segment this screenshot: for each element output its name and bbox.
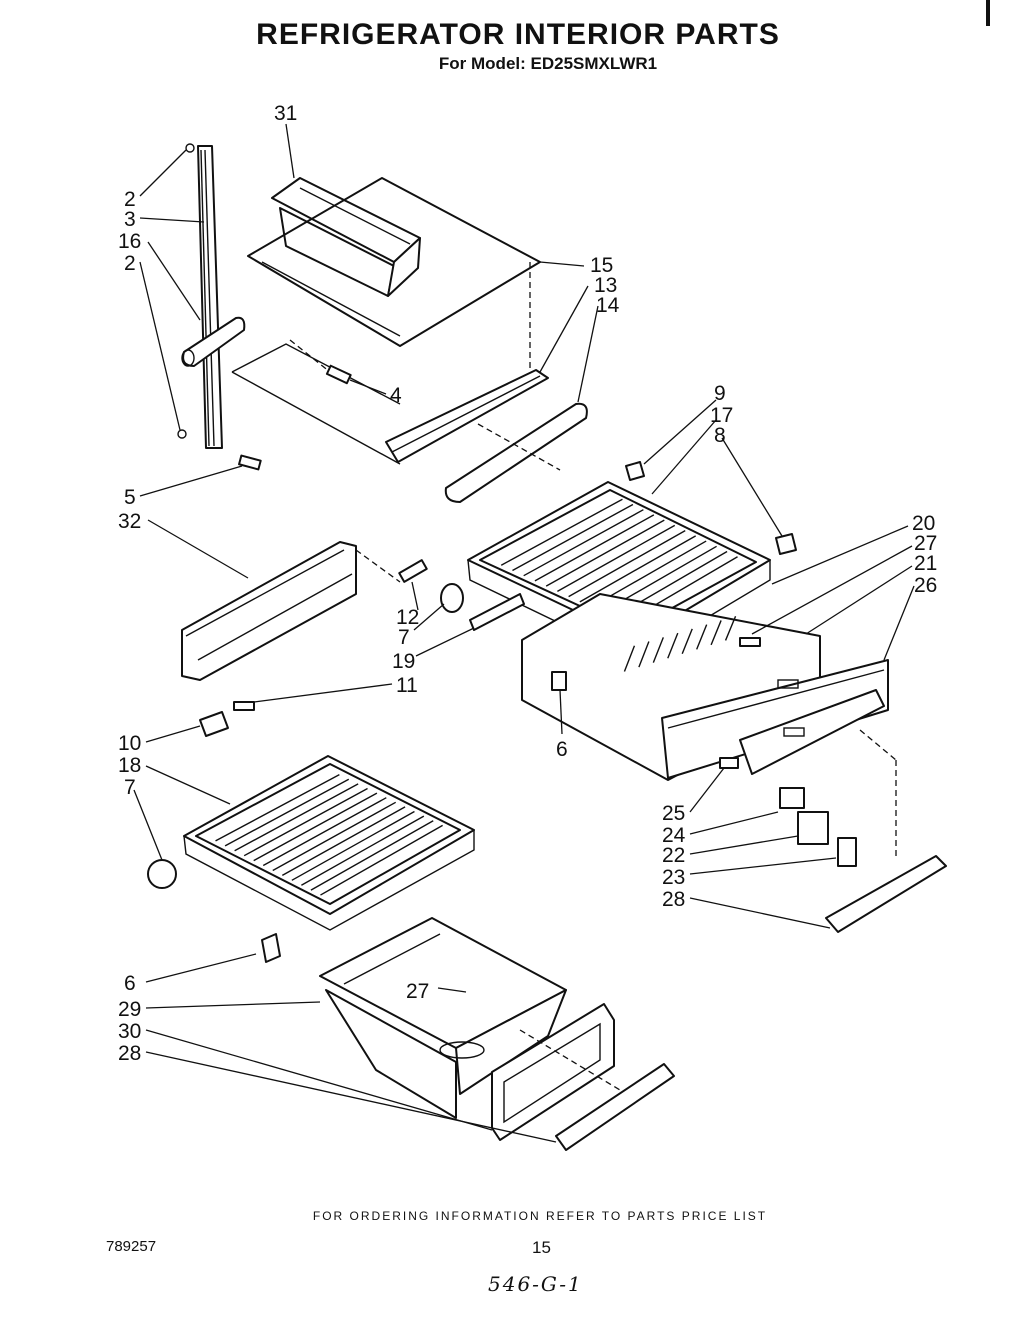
callout-8: 8 (714, 424, 726, 447)
shelf-rib (623, 645, 636, 672)
trim-tube (444, 402, 588, 503)
callout-32: 32 (118, 510, 141, 533)
drawer-front-panel (739, 689, 885, 775)
callout-17: 17 (710, 404, 733, 427)
shelf-rib (667, 632, 679, 659)
callout-2: 2 (124, 188, 136, 211)
callout-28-lower: 28 (118, 1042, 141, 1065)
callout-15: 15 (590, 254, 613, 277)
pan-trim-lower (519, 1029, 675, 1151)
lower-pan (319, 917, 567, 1119)
shelf-rib (652, 637, 664, 663)
callout-27: 27 (914, 532, 937, 555)
shelf-rib (545, 519, 665, 587)
shelf-rib (534, 514, 655, 582)
shelf-rib (224, 778, 350, 847)
callout-22: 22 (662, 844, 685, 867)
shelf-rib (512, 503, 634, 572)
callout-20: 20 (912, 512, 935, 535)
shelf-rib (681, 628, 693, 655)
callout-7: 7 (398, 626, 410, 649)
callout-23: 23 (662, 866, 685, 889)
shelf-rib (253, 792, 378, 862)
callout-13: 13 (594, 274, 617, 297)
callout-31: 31 (274, 102, 297, 125)
drawer-hardware (779, 787, 857, 867)
callout-29: 29 (118, 998, 141, 1021)
callout-7-lower: 7 (124, 776, 136, 799)
model-subtitle: For Model: ED25SMXLWR1 (438, 54, 658, 73)
shelf-rib (281, 806, 406, 876)
shelf-rib (215, 773, 340, 842)
callout-30: 30 (118, 1020, 141, 1043)
screw-fasteners (238, 364, 352, 471)
callout-6-lower: 6 (124, 972, 136, 995)
callout-26: 26 (914, 574, 937, 597)
shelf-rib (523, 509, 644, 577)
callout-18: 18 (118, 754, 141, 777)
callout-11: 11 (396, 674, 418, 697)
shelf-rib (568, 530, 686, 598)
shelf-rib (272, 801, 397, 872)
shelf-rib (310, 820, 434, 891)
callout-5: 5 (124, 486, 136, 509)
callout-9: 9 (714, 382, 726, 405)
handwritten-note: 546-G-1 (488, 1272, 583, 1296)
shelf-rib (557, 524, 676, 592)
callout-25: 25 (662, 802, 685, 825)
callout-4: 4 (390, 384, 402, 407)
callout-19: 19 (392, 650, 415, 673)
shelf-rib (500, 498, 623, 566)
page-title: REFRIGERATOR INTERIOR PARTS (256, 18, 780, 51)
callout-21: 21 (914, 552, 937, 575)
shelf-rib (234, 783, 359, 852)
shelf-rib (291, 810, 415, 881)
shelf-brackets (199, 461, 797, 769)
callout-3: 3 (124, 208, 136, 231)
drawer-trim-right (825, 729, 947, 933)
crisper-drawer (521, 593, 889, 781)
document-number: 789257 (106, 1238, 157, 1255)
callout-10: 10 (118, 732, 141, 755)
callout-16: 16 (118, 230, 141, 253)
callout-12: 12 (396, 606, 419, 629)
shelf-rib (243, 787, 368, 857)
shelf-trim (385, 369, 549, 463)
shelf-support-tube (181, 316, 246, 367)
scan-edge-mark (986, 0, 990, 26)
callout-6: 6 (556, 738, 568, 761)
callout-28: 28 (662, 888, 685, 911)
shelf-rib (696, 624, 708, 650)
ordering-note: FOR ORDERING INFORMATION REFER TO PARTS … (312, 1209, 768, 1223)
shelf-rib (262, 797, 387, 867)
callout-24: 24 (662, 824, 686, 847)
shelf-rib (710, 620, 722, 646)
shelf-rib (301, 815, 425, 886)
lower-wire-shelf (147, 755, 475, 963)
crisper-cover (181, 541, 401, 681)
callout-labels: 31 2 3 16 2 15 13 14 4 5 32 9 17 8 20 27… (118, 102, 937, 1065)
deli-bin (271, 177, 421, 297)
callout-27-lower: 27 (406, 980, 429, 1003)
shelf-rib (724, 615, 737, 641)
page-number: 15 (532, 1238, 551, 1257)
shelf-rib (579, 535, 697, 603)
leader-lines (133, 123, 915, 1143)
callout-2-lower: 2 (124, 252, 136, 275)
shelf-rib (320, 824, 443, 896)
shelf-rib (638, 641, 650, 668)
callout-14: 14 (596, 294, 620, 317)
